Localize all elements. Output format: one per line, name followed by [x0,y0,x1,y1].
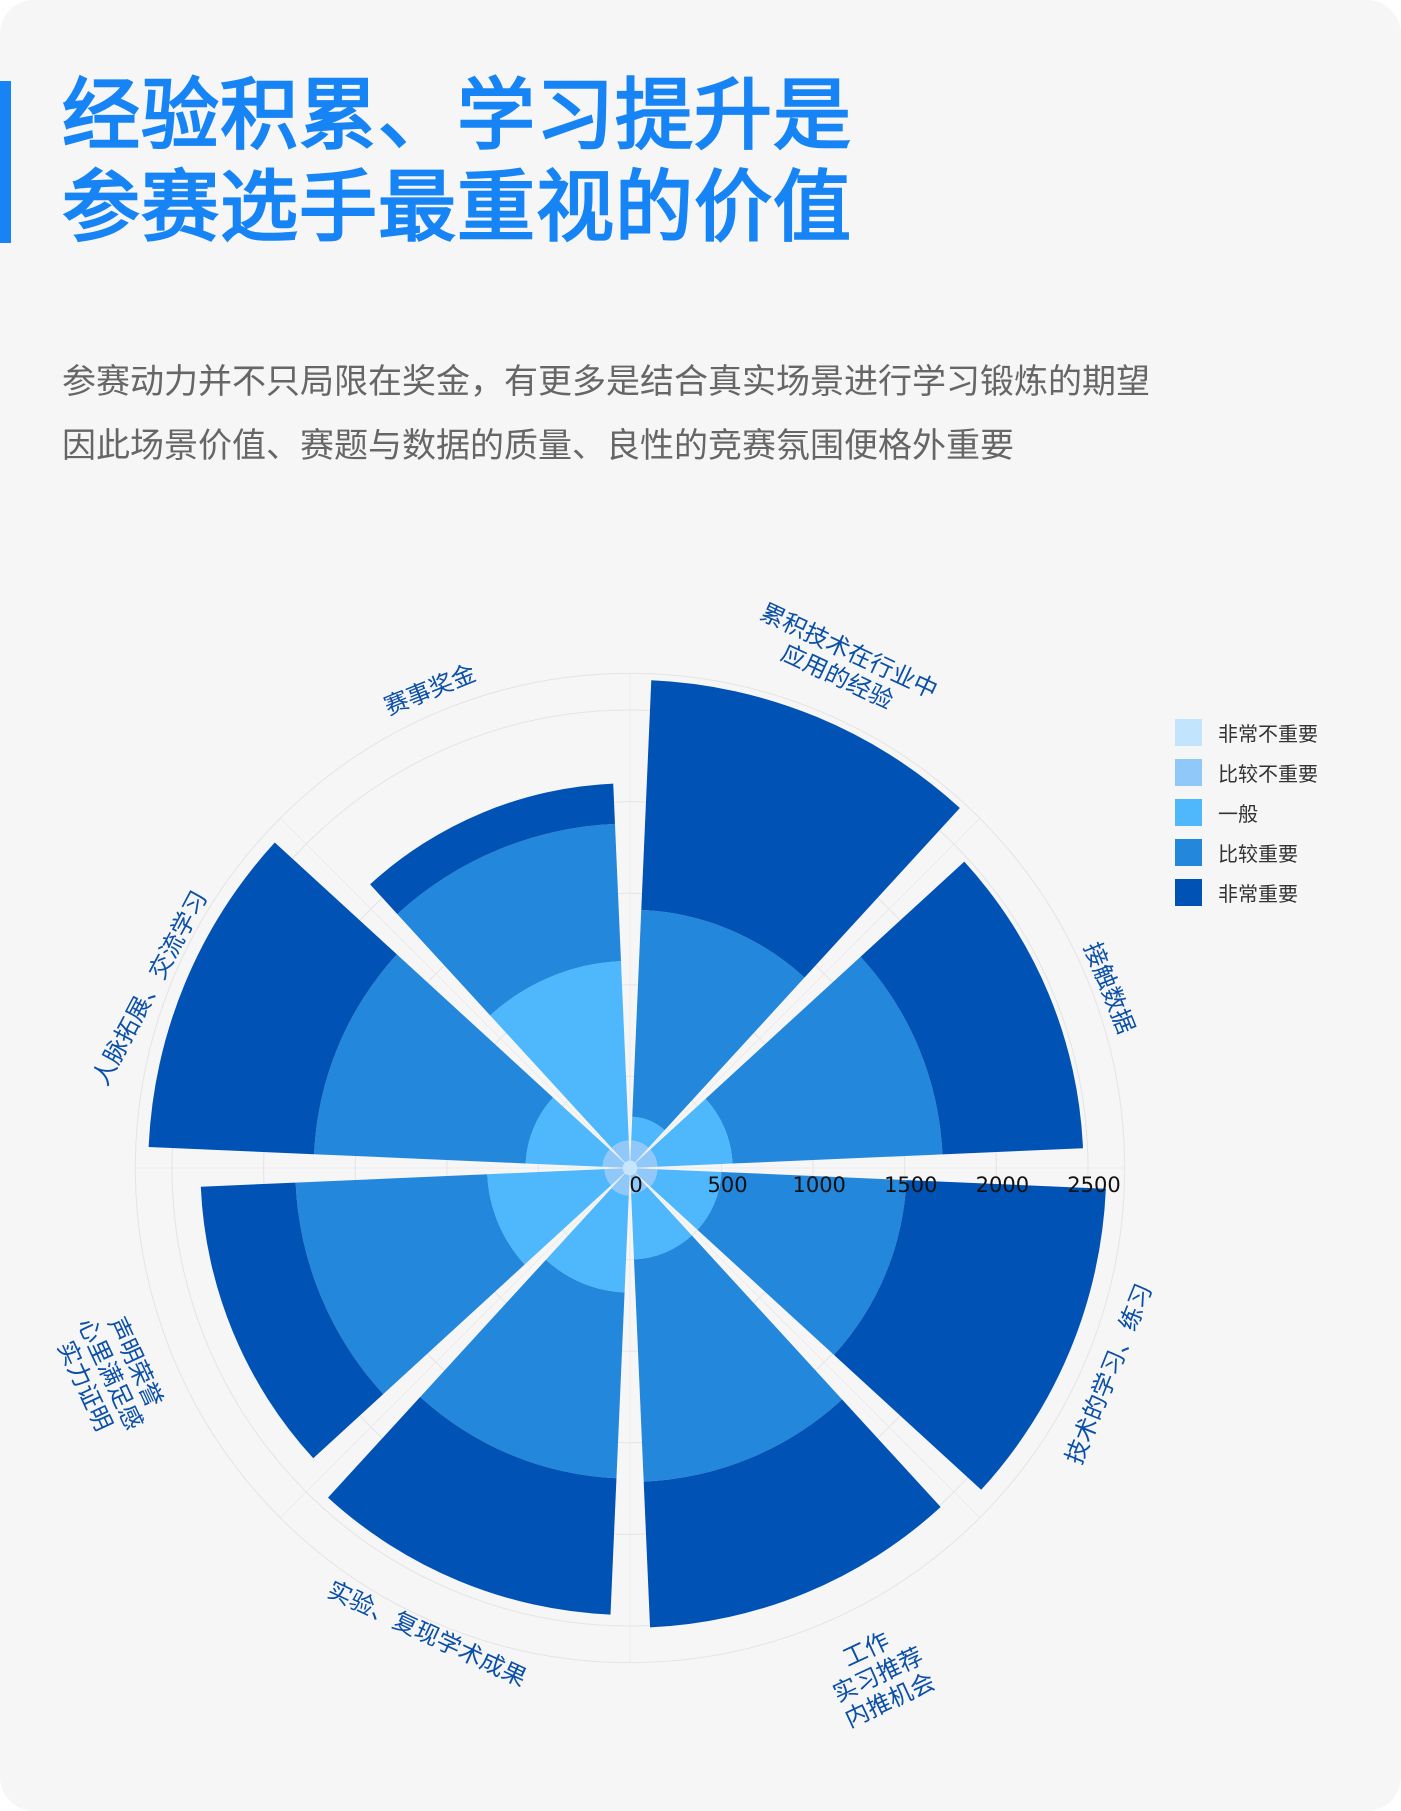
bar-segment[interactable] [630,1173,648,1194]
bar-segment[interactable] [604,1168,625,1186]
bar-segment[interactable] [420,1259,625,1479]
bar-segment[interactable] [650,1098,733,1167]
bar-segment[interactable] [635,1168,658,1187]
legend-label: 一般 [1218,801,1258,826]
bar-segment[interactable] [697,1171,907,1355]
page-title: 经验积累、学习提升是 参赛选手最重视的价值 [62,70,852,254]
legend-label: 比较重要 [1218,841,1298,866]
radius-tick-label: 1000 [792,1173,845,1197]
title-line-2: 参赛选手最重视的价值 [62,163,853,253]
bar-segment[interactable] [650,1169,722,1230]
bar-segment[interactable] [630,1163,638,1168]
subtitle: 参赛动力并不只局限在奖金，有更多是结合真实场景进行学习锻炼的期望 因此场景价值、… [62,350,1150,478]
bar-segment[interactable] [641,680,960,978]
bar-segment[interactable] [602,1149,625,1168]
bar-segment[interactable] [630,1140,649,1163]
bar-segment[interactable] [397,823,621,1016]
radius-tick-label: 2000 [976,1173,1029,1197]
bar-segment[interactable] [370,783,615,915]
bar-segment[interactable] [490,961,629,1148]
grid-spoke [279,817,631,1169]
bar-segment[interactable] [295,1174,525,1395]
legend-item[interactable]: 比较不重要 [1175,752,1318,792]
legend-item[interactable]: 非常不重要 [1175,712,1318,752]
bar-segment[interactable] [630,1168,638,1173]
bar-segment[interactable] [611,1173,630,1196]
legend-label: 非常不重要 [1218,721,1318,746]
bar-segment[interactable] [148,842,397,1155]
legend-label: 非常重要 [1218,881,1298,906]
title-line-1: 经验积累、学习提升是 [62,71,853,161]
bar-segment[interactable] [633,1235,843,1482]
bar-segment[interactable] [487,1169,612,1265]
bar-segment[interactable] [622,1163,630,1168]
bar-segment[interactable] [625,1160,630,1168]
legend-label: 比较不重要 [1218,761,1318,786]
bar-segment[interactable] [611,1140,630,1163]
bar-segment[interactable] [631,1186,692,1260]
bar-segment[interactable] [705,956,943,1164]
chart-legend: 非常不重要比较不重要一般比较重要非常重要 [1175,712,1318,912]
title-accent-bar [0,81,11,243]
legend-swatch [1175,758,1202,786]
radius-tick-label: 500 [708,1173,748,1197]
subtitle-line-1: 参赛动力并不只局限在奖金，有更多是结合真实场景进行学习锻炼的期望 [62,362,1150,402]
bar-segment[interactable] [200,1182,384,1459]
grid-spoke [629,817,981,1169]
bar-segment[interactable] [314,954,554,1164]
bar-segment[interactable] [631,1116,665,1148]
legend-item[interactable]: 非常重要 [1175,872,1318,912]
bar-segment[interactable] [525,1097,610,1167]
bar-segment[interactable] [622,1168,630,1173]
bar-segment[interactable] [630,1168,635,1176]
bar-segment[interactable] [860,861,1083,1155]
legend-swatch [1175,718,1202,746]
subtitle-line-2: 因此场景价值、赛题与数据的质量、良性的竞赛氛围便格外重要 [62,426,1014,466]
bar-segment[interactable] [545,1188,629,1293]
legend-swatch [1175,838,1202,866]
legend-swatch [1175,798,1202,826]
radius-tick-label: 0 [629,1173,642,1197]
bar-segment[interactable] [643,1399,941,1628]
legend-item[interactable]: 一般 [1175,792,1318,832]
radius-tick-label: 2500 [1067,1173,1120,1197]
grid-spoke [279,1167,631,1519]
legend-swatch [1175,878,1202,906]
bar-segment[interactable] [630,1160,635,1168]
bar-segment[interactable] [328,1396,617,1615]
bar-segment[interactable] [632,909,805,1131]
grid-spoke [629,1167,981,1519]
bar-segment[interactable] [635,1149,658,1168]
radius-tick-label: 1500 [884,1173,937,1197]
bar-segment[interactable] [833,1180,1106,1490]
legend-item[interactable]: 比较重要 [1175,832,1318,872]
bar-segment[interactable] [625,1168,630,1176]
